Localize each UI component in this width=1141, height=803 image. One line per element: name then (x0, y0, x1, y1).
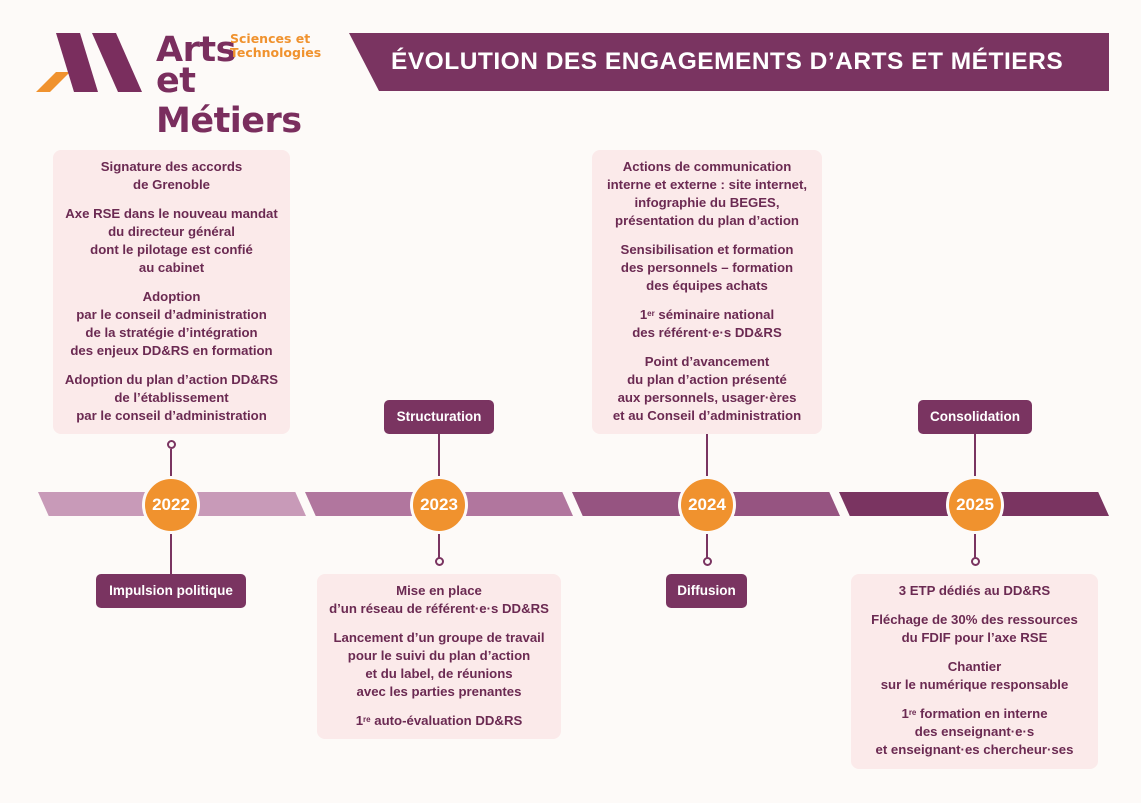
connector-line-2022-bottom (170, 534, 172, 574)
connector-dot-2022-top (167, 440, 176, 449)
arts-et-metiers-logo: Arts Sciences et Technologies et Métiers (36, 30, 336, 141)
year-circle-2024: 2024 (678, 476, 736, 534)
box2023-item: Lancement d’un groupe de travail pour le… (333, 630, 545, 699)
connector-dot-2024-bottom (703, 557, 712, 566)
connector-line-2023-top (438, 434, 440, 476)
connector-line-2024-top (706, 434, 708, 476)
connector-line-2024-bottom (706, 534, 708, 558)
box-2025: 3 ETP dédiés au DD&RS Fléchage de 30% des… (851, 574, 1098, 769)
box2024-item: Sensibilisation et formation des personn… (620, 242, 794, 293)
box2023-item-sup: re (363, 715, 371, 724)
connector-line-2025-bottom (974, 534, 976, 558)
box2024-item: Point d’avancement du plan d’action prés… (612, 354, 802, 423)
logo-subtitle: Sciences et Technologies (230, 32, 321, 60)
box2023-item: Mise en place d’un réseau de référent·e·… (329, 583, 549, 616)
box2022-item: Adoption du plan d’action DD&RS de l’éta… (64, 372, 279, 423)
logo-word-arts: Arts (156, 30, 236, 70)
logo-word-et-metiers: et Métiers (156, 61, 302, 141)
connector-line-2022-top (170, 449, 172, 477)
year-circle-2025: 2025 (946, 476, 1004, 534)
phase-label-2025: Consolidation (918, 400, 1032, 434)
logo-mark-icon (36, 33, 142, 92)
connector-line-2023-bottom (438, 534, 440, 558)
box2022-item: Signature des accords de Grenoble (100, 159, 243, 192)
box2025-item: Fléchage de 30% des ressources du FDIF p… (871, 612, 1078, 645)
connector-dot-2023-bottom (435, 557, 444, 566)
box2025-item-sup: re (908, 708, 917, 717)
title-banner: ÉVOLUTION DES ENGAGEMENTS D’ARTS ET MÉTI… (349, 33, 1109, 91)
box2025-item: 3 ETP dédiés au DD&RS (898, 583, 1051, 598)
phase-label-2023: Structuration (384, 400, 494, 434)
box2025-item: Chantier sur le numérique responsable (880, 659, 1069, 692)
year-circle-2023: 2023 (410, 476, 468, 534)
logo-sub-line2: Technologies (230, 45, 322, 60)
box2025-item: 1re formation en interne des enseignant·… (875, 706, 1074, 757)
phase-label-2022: Impulsion politique (96, 574, 246, 608)
box2022-item: Adoption par le conseil d’administration… (70, 289, 273, 358)
box2024-item: 1er séminaire national des référent·e·s … (632, 307, 782, 340)
box2022-item: Axe RSE dans le nouveau mandat du direct… (65, 206, 278, 275)
box2024-item: Actions de communication interne et exte… (606, 159, 808, 228)
page-title: ÉVOLUTION DES ENGAGEMENTS D’ARTS ET MÉTI… (391, 48, 1064, 75)
connector-dot-2025-bottom (971, 557, 980, 566)
year-circle-2022: 2022 (142, 476, 200, 534)
logo-sub-line1: Sciences et (230, 31, 311, 46)
box2024-item-sup: er (647, 309, 655, 318)
box2023-item: 1re auto-évaluation DD&RS (355, 713, 523, 728)
box-2024: Actions de communication interne et exte… (592, 150, 822, 434)
phase-label-2024: Diffusion (666, 574, 747, 608)
box-2023: Mise en place d’un réseau de référent·e·… (317, 574, 561, 739)
connector-line-2025-top (974, 434, 976, 476)
